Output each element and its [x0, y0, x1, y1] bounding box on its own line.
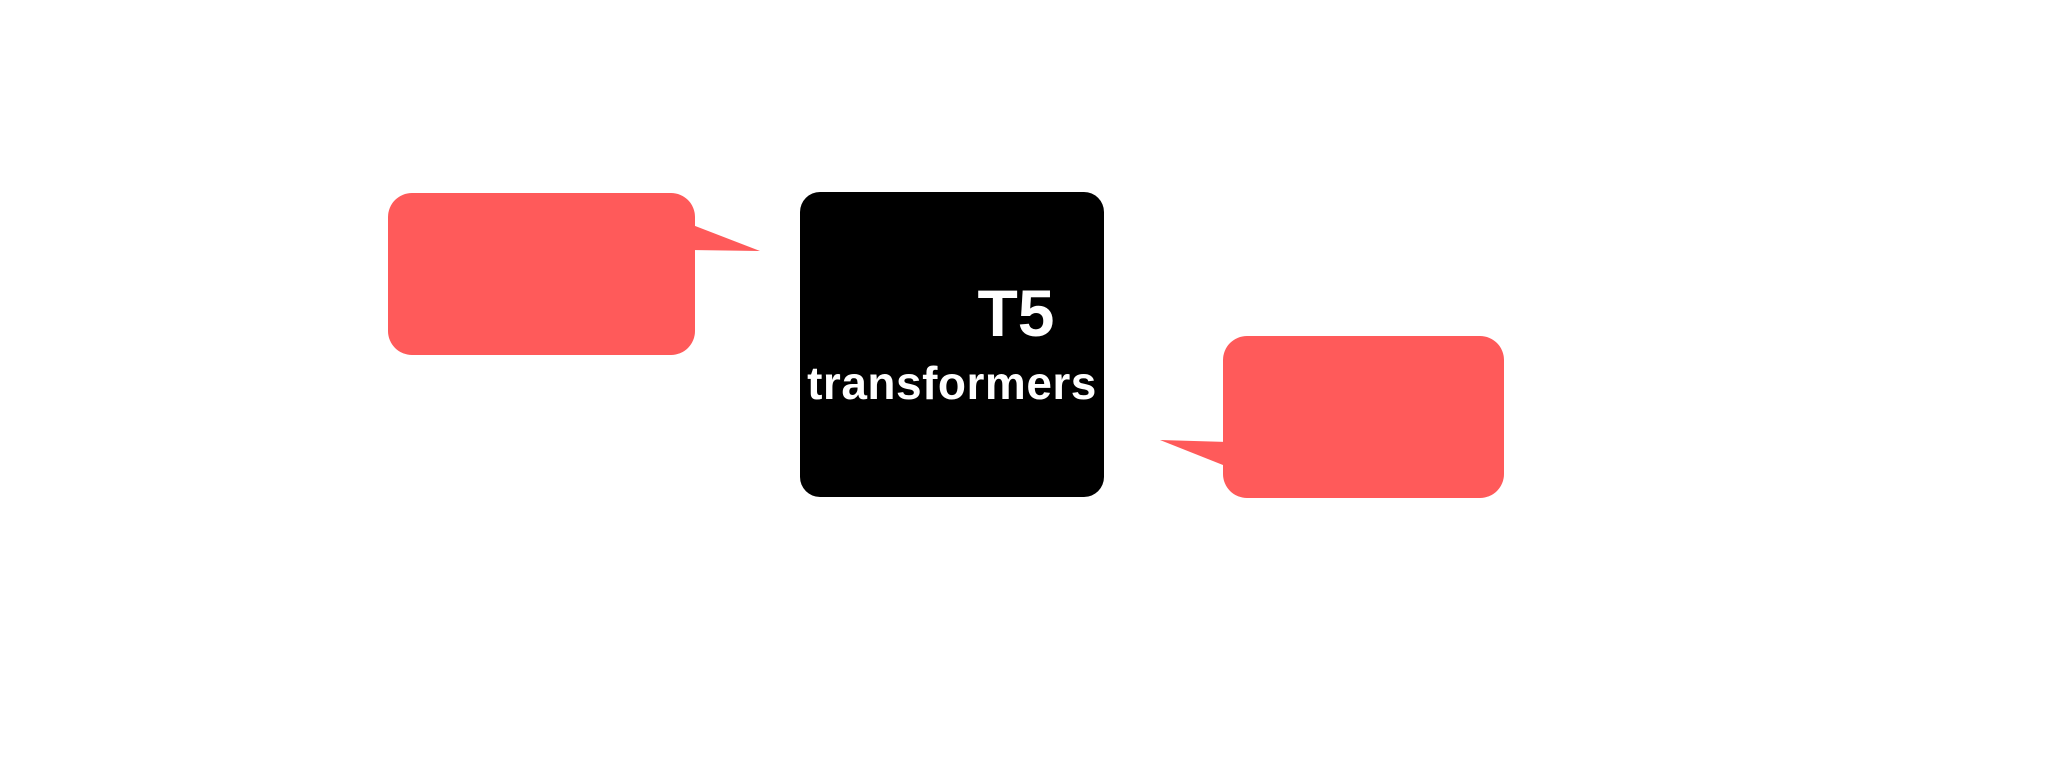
left-speech-bubble [388, 193, 760, 355]
box-title-transformers: transformers [807, 357, 1097, 409]
t5-transformers-box: T5 transformers [800, 192, 1104, 497]
box-title-t5: T5 [977, 276, 1055, 350]
right-speech-bubble [1160, 336, 1504, 498]
right-bubble-tail [1160, 440, 1228, 467]
left-bubble-tail [690, 224, 760, 251]
